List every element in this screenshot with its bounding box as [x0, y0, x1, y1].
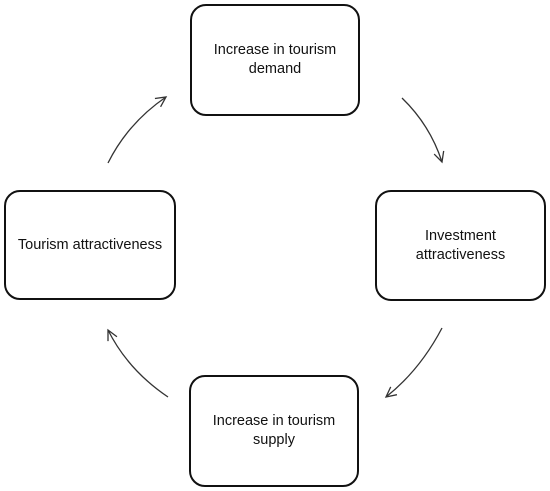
node-tourism-attractiveness: Tourism attractiveness — [4, 190, 176, 300]
node-label: Investment attractiveness — [415, 227, 506, 263]
node-increase-tourism-supply: Increase in tourism supply — [189, 375, 359, 487]
node-increase-tourism-demand: Increase in tourism demand — [190, 4, 360, 116]
node-label: Increase in tourism demand — [213, 42, 337, 77]
node-label: Tourism attractiveness — [17, 236, 163, 253]
arrow-bottom-to-left — [107, 328, 169, 398]
arrow-top-to-right — [401, 97, 445, 164]
arrow-right-to-bottom — [384, 327, 443, 398]
node-label: Increase in tourism supply — [212, 413, 336, 448]
arrow-left-to-top — [107, 96, 168, 164]
node-investment-attractiveness: Investment attractiveness — [375, 190, 546, 301]
